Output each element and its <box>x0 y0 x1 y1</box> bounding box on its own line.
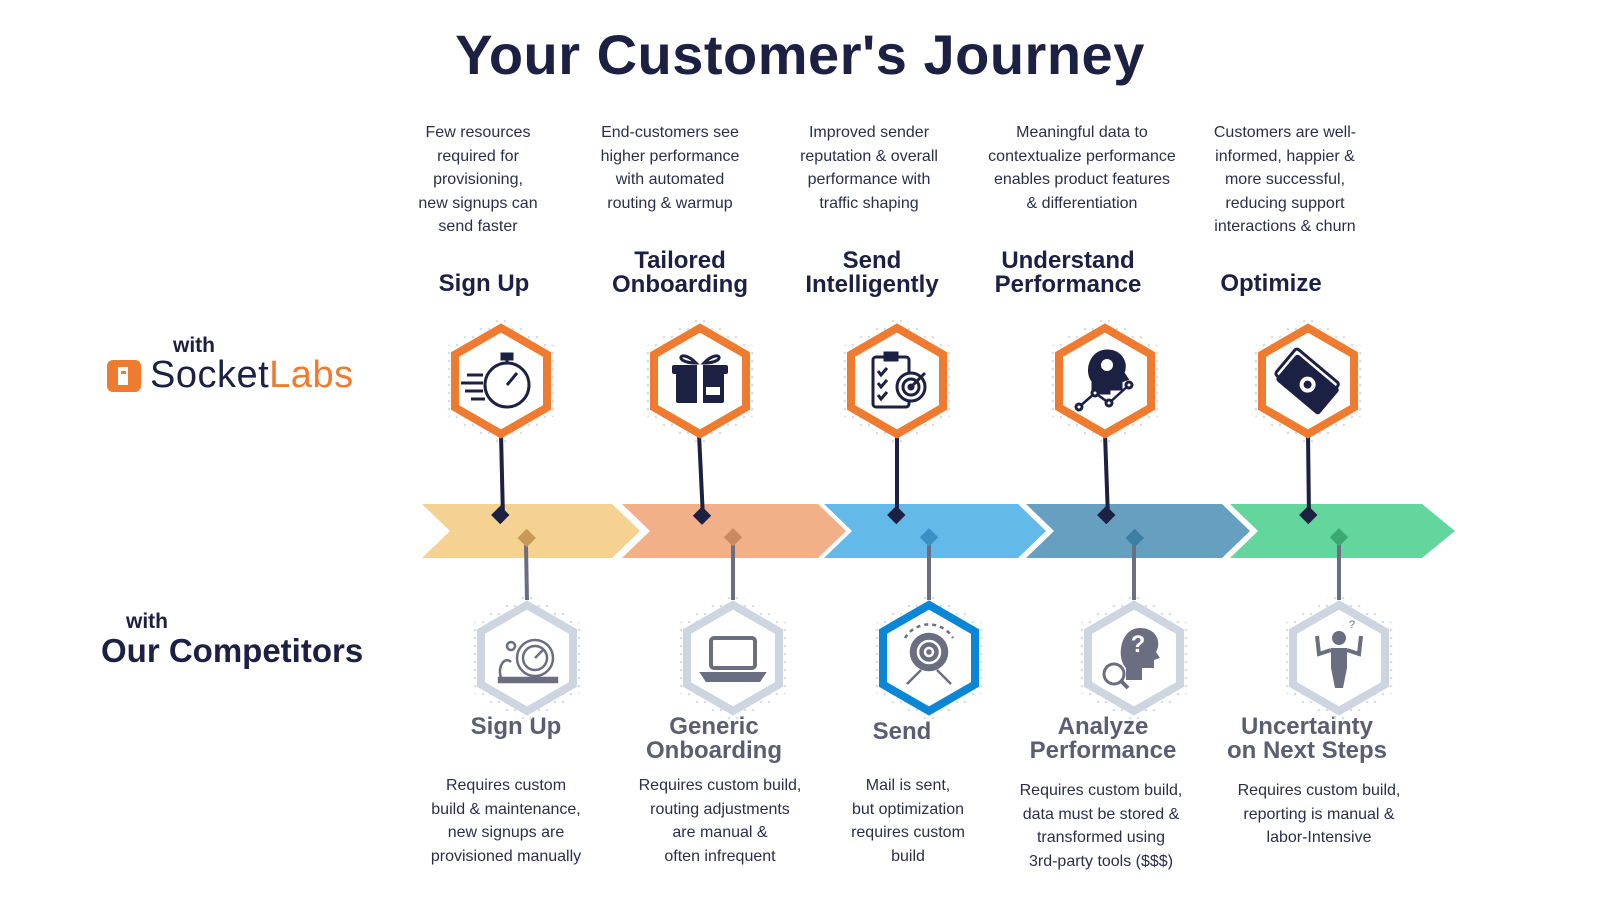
sl-hex-send <box>840 315 954 447</box>
bottom-markers <box>517 528 1349 548</box>
checklist-target-icon <box>871 351 927 409</box>
money-stack-icon <box>1274 347 1340 415</box>
brand-with-label: with <box>173 334 215 357</box>
top-marker-4 <box>1097 505 1116 525</box>
top-marker-1 <box>491 505 510 525</box>
top-markers <box>491 505 1318 525</box>
sl-label-optimize: Optimize <box>1220 270 1322 297</box>
gift-box-icon <box>672 354 728 403</box>
bottom-marker-3 <box>919 528 939 547</box>
sl-hex-optimize <box>1251 315 1365 447</box>
competitors-with-label: with <box>126 610 168 633</box>
bottom-marker-1 <box>517 528 536 548</box>
top-connectors <box>499 433 1311 519</box>
socketlabs-logo-icon <box>107 360 141 392</box>
laptop-icon <box>699 636 767 682</box>
arrow-segment-4 <box>1026 504 1250 558</box>
comp-desc-onboarding: Requires custom build, routing adjustmen… <box>638 777 802 865</box>
comp-label-uncertainty: Uncertainty on Next Steps <box>1226 713 1388 764</box>
arrow-segment-3 <box>824 504 1046 558</box>
confused-person-icon: ? <box>1315 619 1363 688</box>
sl-desc-understand: Meaningful data to contextualize perform… <box>988 124 1176 212</box>
sl-desc-send: Improved sender reputation & overall per… <box>800 124 938 212</box>
sl-desc-sign-up: Few resources required for provisioning,… <box>418 124 538 235</box>
comp-hex-analyze: ? <box>1077 592 1191 724</box>
competitors-name: Our Competitors <box>101 632 364 669</box>
sl-label-send: Send Intelligently <box>805 247 939 298</box>
svg-text:?: ? <box>1131 631 1146 658</box>
page-title: Your Customer's Journey <box>455 23 1145 86</box>
comp-hex-sign-up <box>470 592 584 724</box>
bottom-marker-2 <box>723 528 743 547</box>
brand-name-labs: Labs <box>269 354 354 396</box>
timeline-arrow <box>422 504 1455 558</box>
sl-hex-onboarding <box>643 315 757 447</box>
comp-hex-onboarding <box>676 592 790 724</box>
sl-desc-optimize: Customers are well- informed, happier & … <box>1213 124 1357 235</box>
stopwatch-icon <box>461 352 531 409</box>
comp-desc-send: Mail is sent, but optimization requires … <box>851 777 965 865</box>
top-marker-5 <box>1299 505 1318 525</box>
sl-label-onboarding: Tailored Onboarding <box>612 247 748 298</box>
comp-hex-uncertainty: ? <box>1282 592 1396 724</box>
comp-desc-analyze: Requires custom build, data must be stor… <box>1019 782 1183 870</box>
top-marker-2 <box>692 506 712 525</box>
sl-label-understand: Understand Performance <box>994 247 1142 298</box>
comp-hexagons: ? ? <box>470 592 1396 724</box>
target-arrows-icon <box>903 623 955 685</box>
bottom-marker-5 <box>1329 528 1349 547</box>
bottom-marker-4 <box>1125 528 1144 548</box>
sl-hexagons <box>444 315 1365 447</box>
brand-name-socket: Socket <box>150 354 270 396</box>
top-marker-3 <box>887 505 906 525</box>
arrow-segment-5 <box>1230 504 1455 558</box>
head-lightbulb-chart-icon <box>1074 349 1134 412</box>
bottom-connectors <box>524 544 1341 601</box>
snail-speedometer-icon <box>497 638 559 684</box>
sl-hex-sign-up <box>444 315 558 447</box>
arrow-segment-2 <box>622 504 846 558</box>
comp-desc-sign-up: Requires custom build & maintenance, new… <box>430 777 582 865</box>
comp-hex-send <box>872 592 986 724</box>
sl-label-sign-up: Sign Up <box>438 270 530 297</box>
svg-text:?: ? <box>1349 619 1355 631</box>
arrow-segment-1 <box>422 504 640 558</box>
comp-desc-uncertainty: Requires custom build, reporting is manu… <box>1237 782 1401 846</box>
brand-name: SocketLabs <box>150 354 354 397</box>
head-question-magnifier-icon: ? <box>1102 628 1160 690</box>
sl-hex-understand <box>1048 315 1162 447</box>
sl-desc-onboarding: End-customers see higher performance wit… <box>600 124 740 212</box>
